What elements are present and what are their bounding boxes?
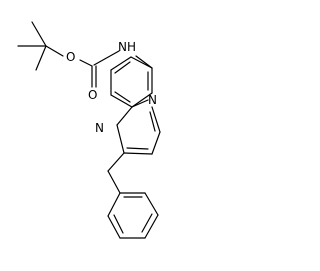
atom-label-ring-nitrogen: N	[148, 93, 157, 107]
bond-ring-c	[110, 94, 133, 108]
imidazole-ring	[116, 99, 161, 155]
bond-tbu-methyl-top	[31, 21, 47, 47]
bond-ring-b	[131, 92, 153, 108]
bond-imid-a	[116, 106, 133, 126]
bond-phenyl-link	[107, 152, 125, 172]
atom-label-nh: NH	[118, 40, 136, 54]
atom-label-bridge-nitrogen: N	[95, 121, 104, 135]
phenyl-ring	[107, 152, 159, 239]
bond-ph-d	[144, 214, 159, 239]
molecule-drawing: O O NH N N	[17, 21, 161, 239]
atom-label-ester-oxygen: O	[66, 50, 75, 64]
bond-ring-e	[110, 56, 132, 71]
bond-tbu-methyl-bottom	[35, 45, 47, 71]
bond-ring-f	[130, 56, 153, 69]
bond-ph-c	[144, 192, 159, 216]
bond-imid-b	[116, 124, 125, 154]
structure-diagram: O O NH N N	[17, 21, 161, 239]
bond-carbonyl-nh	[93, 50, 120, 66]
bond-oxygen-carbonyl-carbon	[79, 59, 93, 67]
bond-imid-double-1	[126, 147, 149, 150]
bond-tbu-oxygen	[45, 45, 64, 57]
bond-ring-double-2	[114, 91, 131, 103]
bond-imid-c	[123, 152, 153, 155]
bond-imid-double-2	[149, 111, 156, 132]
bond-imid-d	[151, 131, 161, 155]
bond-ph-f	[107, 215, 121, 239]
atom-label-carbonyl-oxygen: O	[88, 88, 97, 102]
bond-bridge-n	[131, 99, 149, 108]
bond-ph-double-2	[141, 213, 153, 233]
bond-ring-double-3	[114, 61, 131, 74]
carbamate-group	[79, 50, 153, 88]
bond-ph-g	[107, 192, 121, 217]
bond-ph-double-3	[113, 214, 124, 234]
bond-ph-a	[107, 170, 121, 194]
pyridine-ring	[110, 56, 153, 108]
tert-butyl-group	[17, 21, 64, 71]
bond-imid-e	[151, 106, 161, 133]
